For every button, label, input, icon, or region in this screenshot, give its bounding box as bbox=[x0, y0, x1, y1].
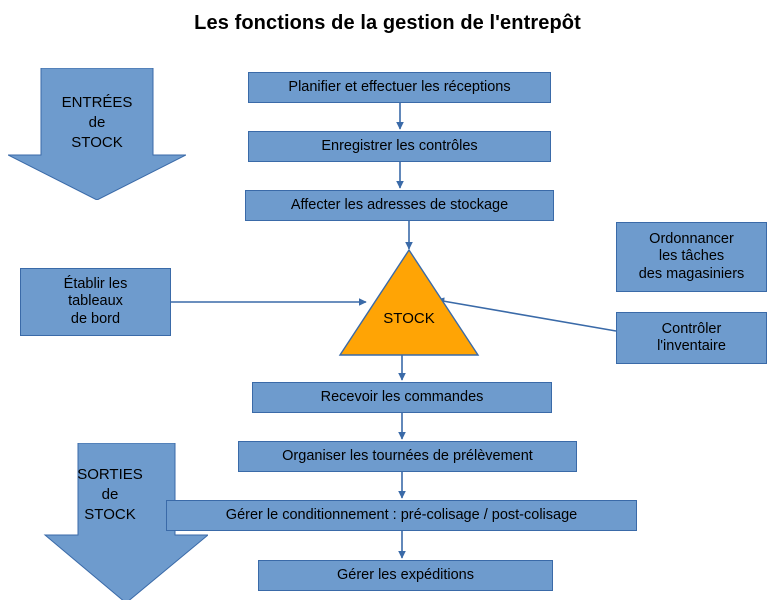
entrees-de-stock-arrow: ENTRÉES de STOCK bbox=[8, 68, 186, 200]
gerer-conditionnement-box[interactable]: Gérer le conditionnement : pré-colisage … bbox=[166, 500, 637, 531]
planifier-receptions-label: Planifier et effectuer les réceptions bbox=[288, 78, 511, 95]
affecter-adresses-stockage-box[interactable]: Affecter les adresses de stockage bbox=[245, 190, 554, 221]
stock-triangle[interactable]: STOCK bbox=[338, 248, 480, 356]
recevoir-commandes-label: Recevoir les commandes bbox=[320, 388, 484, 405]
organiser-tournees-prelevement-box[interactable]: Organiser les tournées de prélèvement bbox=[238, 441, 577, 472]
planifier-receptions-box[interactable]: Planifier et effectuer les réceptions bbox=[248, 72, 551, 103]
enregistrer-controles-box[interactable]: Enregistrer les contrôles bbox=[248, 131, 551, 162]
organiser-tournees-prelevement-label: Organiser les tournées de prélèvement bbox=[282, 447, 533, 464]
affecter-adresses-stockage-label: Affecter les adresses de stockage bbox=[290, 196, 509, 213]
controler-inventaire-label: Contrôler l'inventaire bbox=[657, 320, 726, 354]
gerer-expeditions-box[interactable]: Gérer les expéditions bbox=[258, 560, 553, 591]
gerer-conditionnement-label: Gérer le conditionnement : pré-colisage … bbox=[225, 506, 578, 523]
ordonnancer-taches-magasiniers-box[interactable]: Ordonnancer les tâches des magasiniers bbox=[616, 222, 767, 292]
enregistrer-controles-label: Enregistrer les contrôles bbox=[321, 137, 478, 154]
recevoir-commandes-box[interactable]: Recevoir les commandes bbox=[252, 382, 552, 413]
gerer-expeditions-label: Gérer les expéditions bbox=[336, 566, 474, 583]
controler-inventaire-box[interactable]: Contrôler l'inventaire bbox=[616, 312, 767, 364]
etablir-tableaux-de-bord-box[interactable]: Établir les tableaux de bord bbox=[20, 268, 171, 336]
etablir-tableaux-de-bord-label: Établir les tableaux de bord bbox=[63, 276, 128, 327]
page-title: Les fonctions de la gestion de l'entrepô… bbox=[194, 12, 581, 34]
ordonnancer-taches-magasiniers-label: Ordonnancer les tâches des magasiniers bbox=[638, 231, 745, 282]
